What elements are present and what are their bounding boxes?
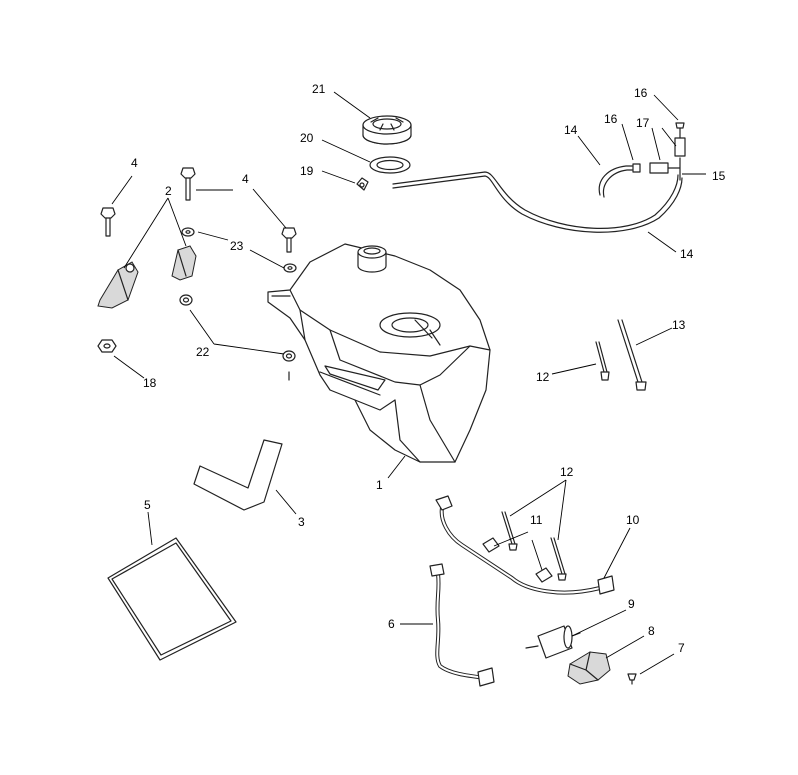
callout-4-left: 4 bbox=[131, 156, 138, 170]
rivet bbox=[627, 673, 637, 685]
callout-12-upper: 12 bbox=[536, 370, 550, 384]
bolt-left bbox=[100, 207, 116, 237]
callout-15: 15 bbox=[712, 169, 726, 183]
filler-elbow-hose bbox=[193, 439, 283, 511]
callout-12-lower: 12 bbox=[560, 465, 574, 479]
callout-9: 9 bbox=[628, 597, 635, 611]
clamp-11a bbox=[482, 537, 500, 553]
grommet-22b bbox=[282, 350, 296, 381]
filter-bracket bbox=[567, 651, 611, 685]
callout-1: 1 bbox=[376, 478, 383, 492]
callout-labels: 21 20 19 16 16 17 14 15 14 4 2 4 23 22 1… bbox=[131, 82, 726, 655]
fuel-line-6 bbox=[429, 563, 495, 687]
callout-3: 3 bbox=[298, 515, 305, 529]
cable-tie-12c bbox=[550, 537, 567, 581]
callout-18: 18 bbox=[143, 376, 157, 390]
callout-14-top: 14 bbox=[564, 123, 578, 137]
callout-20: 20 bbox=[300, 131, 314, 145]
callout-10: 10 bbox=[626, 513, 640, 527]
fuel-line-10 bbox=[435, 495, 615, 595]
callout-13: 13 bbox=[672, 318, 686, 332]
fuel-filter bbox=[525, 625, 581, 659]
grommet-22a bbox=[179, 294, 193, 306]
vent-fittings bbox=[632, 122, 686, 181]
washer-23a bbox=[181, 227, 195, 237]
callout-23: 23 bbox=[230, 239, 244, 253]
callout-17: 17 bbox=[636, 116, 650, 130]
clamp-11b bbox=[535, 567, 553, 583]
callout-6: 6 bbox=[388, 617, 395, 631]
cable-tie-13 bbox=[617, 319, 647, 391]
callout-21: 21 bbox=[312, 82, 326, 96]
washer-23b bbox=[283, 263, 297, 273]
hose-clip bbox=[356, 177, 369, 191]
bolt-right bbox=[281, 227, 297, 253]
callout-16-right: 16 bbox=[634, 86, 648, 100]
callout-7: 7 bbox=[678, 641, 685, 655]
callout-11: 11 bbox=[530, 513, 543, 527]
tank-pad bbox=[107, 537, 237, 661]
callout-14-bottom: 14 bbox=[680, 247, 694, 261]
leader-lines bbox=[111, 91, 706, 675]
callout-4-right: 4 bbox=[242, 172, 249, 186]
bracket-left bbox=[97, 261, 139, 309]
fuel-cap bbox=[362, 115, 412, 145]
cable-tie-12b bbox=[501, 511, 518, 551]
fuel-tank bbox=[267, 243, 491, 463]
cable-tie-12a bbox=[595, 341, 610, 381]
callout-2: 2 bbox=[165, 184, 172, 198]
nut-18 bbox=[97, 339, 117, 353]
callout-22: 22 bbox=[196, 345, 210, 359]
callout-5: 5 bbox=[144, 498, 151, 512]
cap-gasket bbox=[369, 156, 411, 174]
callout-19: 19 bbox=[300, 164, 314, 178]
callout-8: 8 bbox=[648, 624, 655, 638]
callout-16-left: 16 bbox=[604, 112, 618, 126]
bolt-middle bbox=[180, 167, 196, 201]
vent-hose bbox=[392, 165, 683, 233]
bracket-right bbox=[171, 245, 197, 281]
